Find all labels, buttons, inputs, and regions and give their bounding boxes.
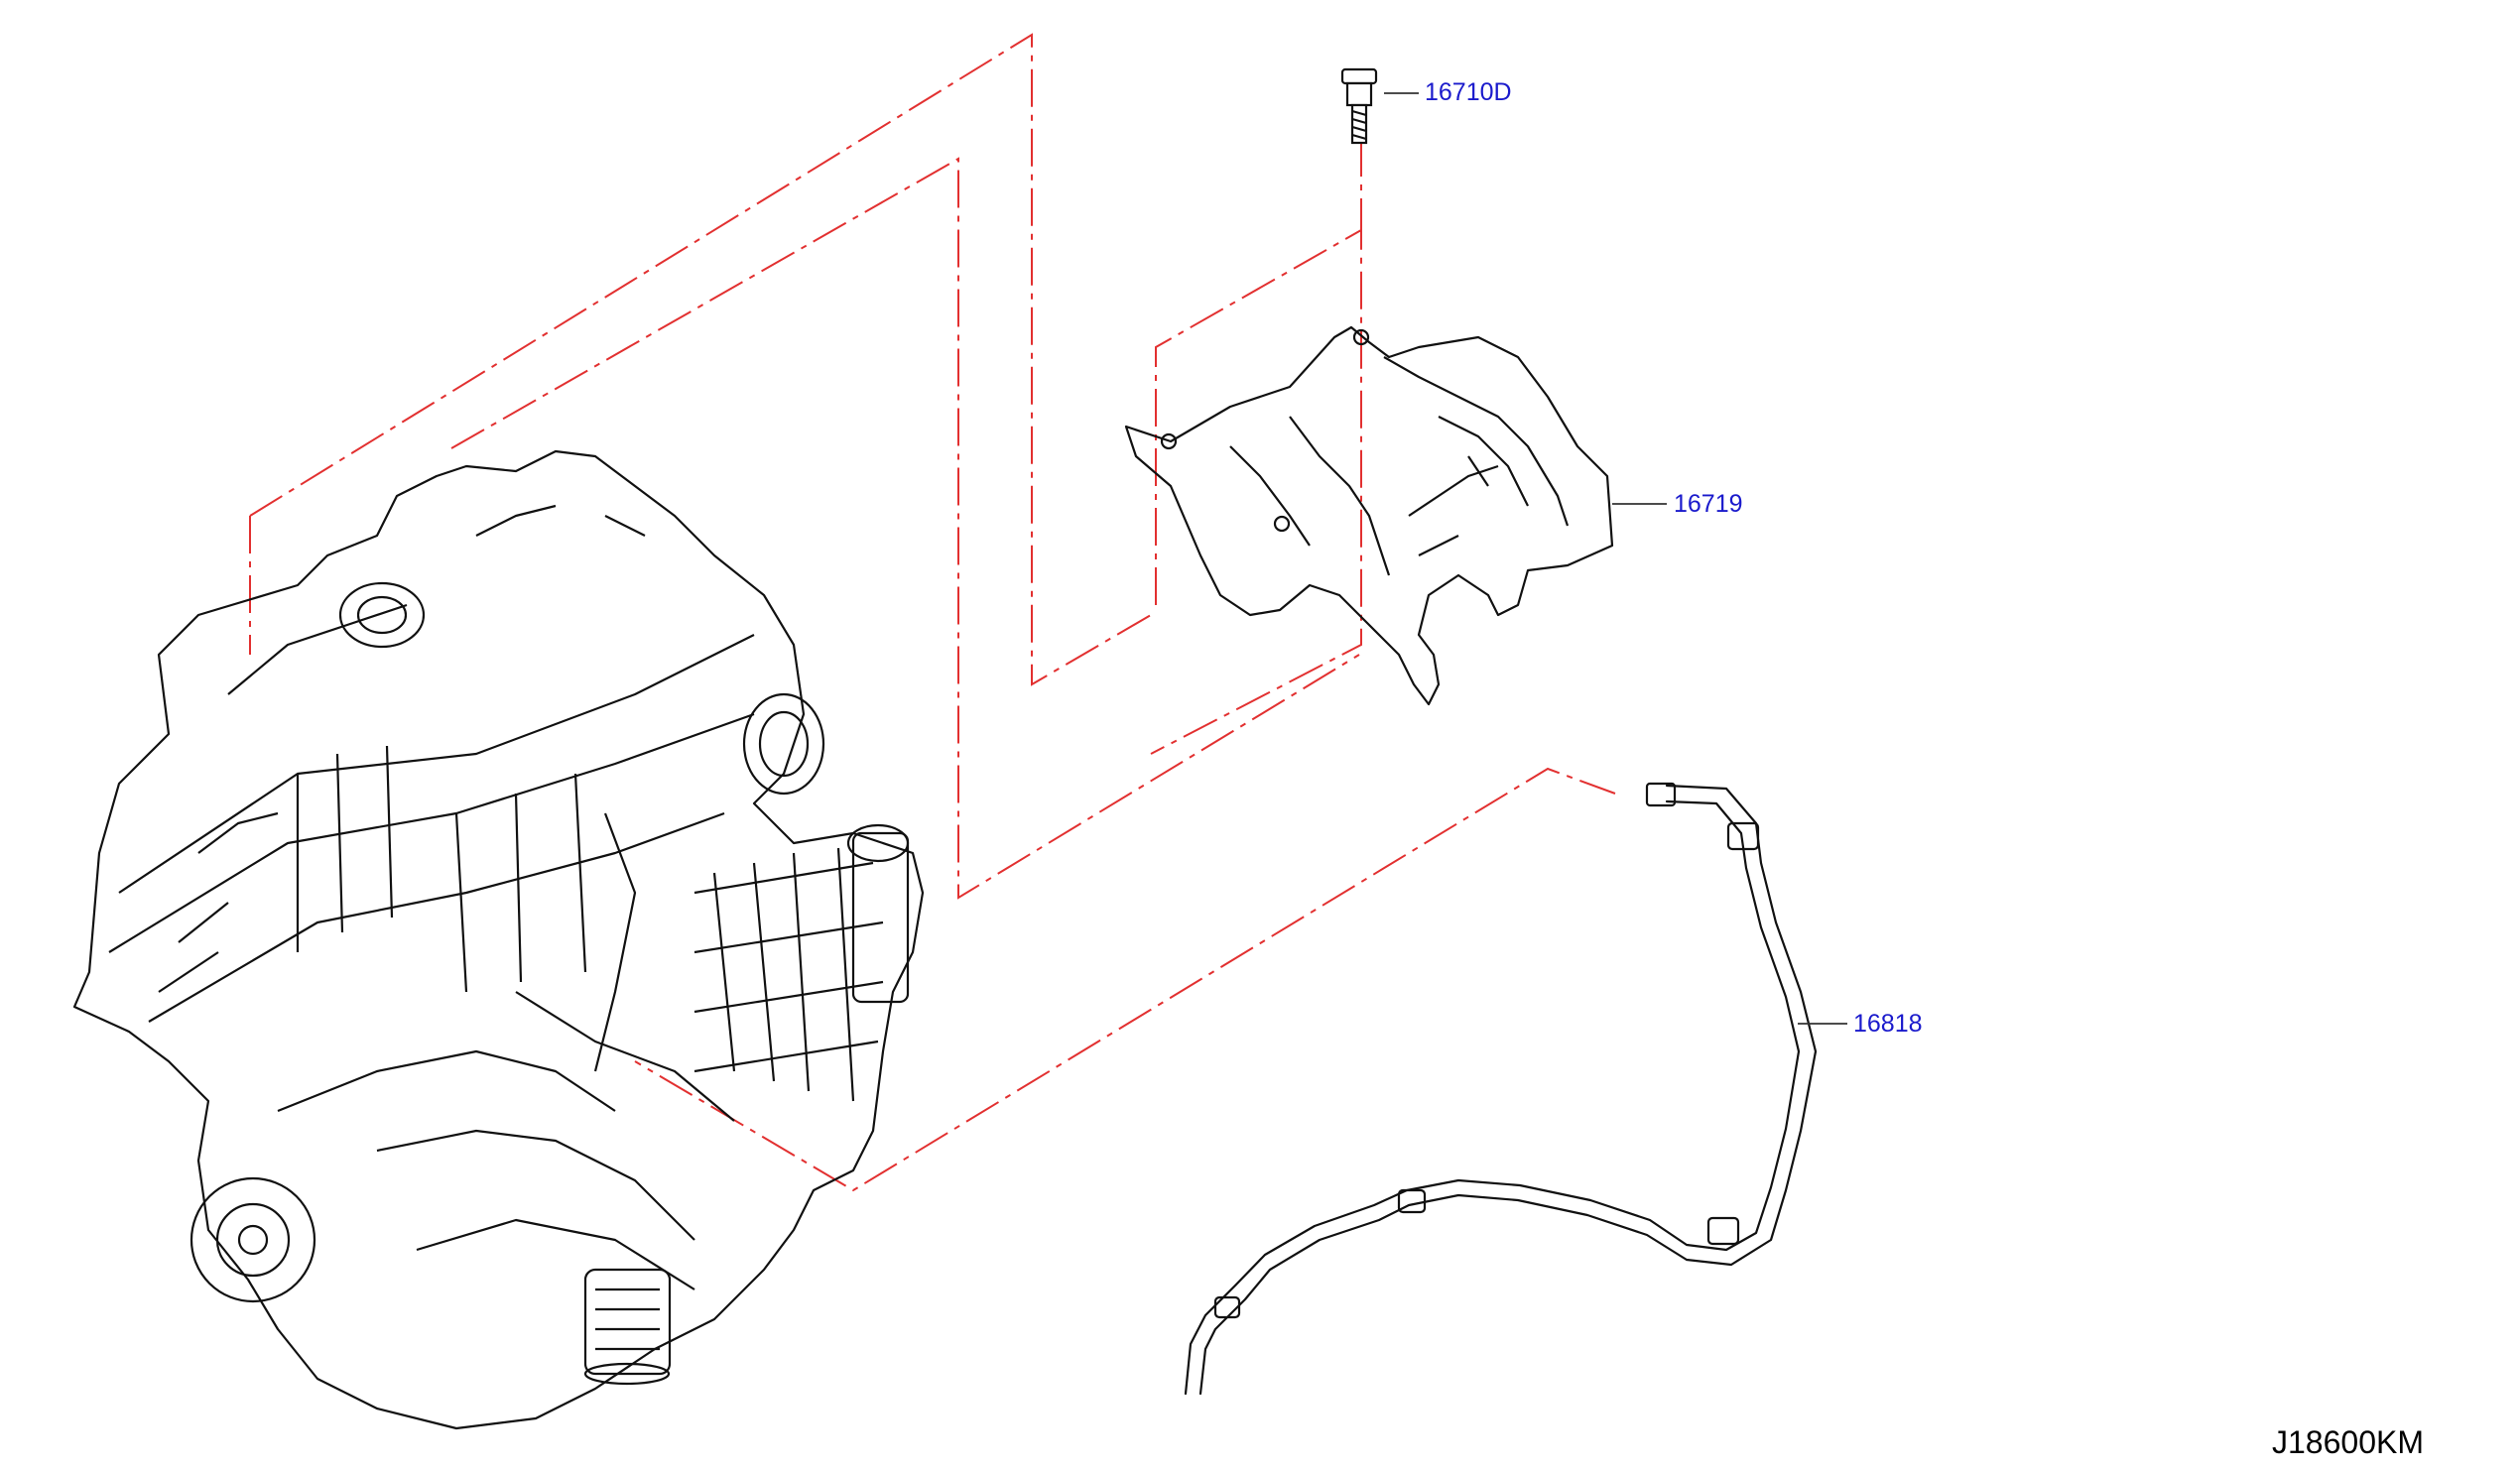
turbo-outlet-icon bbox=[742, 692, 825, 796]
phantom-line-bracket bbox=[1150, 228, 1362, 755]
phantom-line-inner bbox=[450, 157, 1360, 900]
part-label-16719[interactable]: 16719 bbox=[1674, 490, 1743, 518]
phantom-line-hose bbox=[634, 767, 1616, 1192]
phantom-line-outer bbox=[249, 33, 1152, 686]
oil-filter-icon bbox=[583, 1268, 672, 1376]
engine-assembly-icon bbox=[72, 449, 925, 1430]
crank-pulley-icon bbox=[189, 1176, 316, 1303]
bracket-hole-icon bbox=[1160, 432, 1178, 450]
drawing-code: J18600KM bbox=[2272, 1424, 2424, 1460]
bracket-icon bbox=[1124, 325, 1614, 706]
hose-icon bbox=[1184, 782, 1818, 1396]
part-label-16818[interactable]: 16818 bbox=[1853, 1010, 1923, 1038]
bolt-icon bbox=[1340, 67, 1378, 145]
phantom-lines bbox=[249, 33, 1616, 1192]
part-label-16710D[interactable]: 16710D bbox=[1425, 78, 1512, 106]
